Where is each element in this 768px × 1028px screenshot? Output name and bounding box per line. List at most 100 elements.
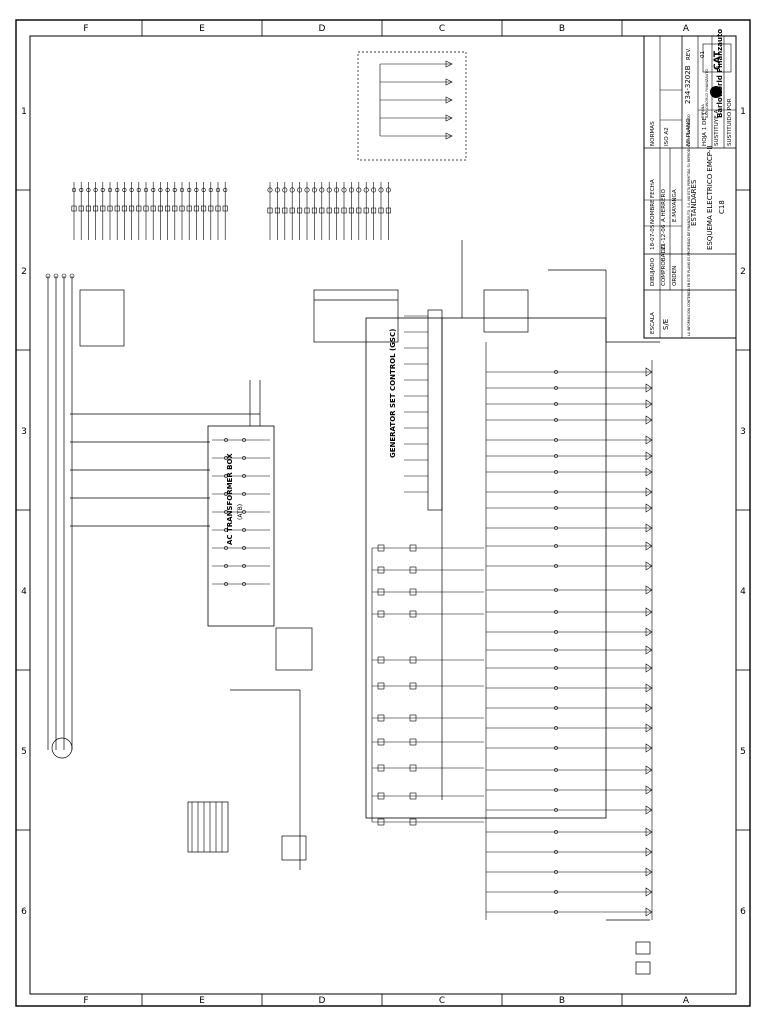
contact-node [554,490,558,494]
terminal-block [93,205,99,212]
repeated-circuit-symbols [45,60,653,920]
contact-node [554,370,558,374]
comprobado-label: COMPROBADO [661,244,667,286]
zone-number-right: 2 [740,267,746,277]
terminal-node [115,187,120,193]
bus-node [53,273,59,279]
detail-arrow [445,114,453,122]
zone-number-right: 4 [740,587,746,597]
output-terminal [645,703,653,713]
output-terminal [645,907,653,917]
terminal-node [326,187,332,193]
terminal-node [378,187,384,193]
zone-letter-bottom: C [439,996,445,1006]
rev-value: 01 [700,50,706,58]
zone-number-left: 3 [21,427,27,437]
terminal-node [151,187,156,193]
atb-node [224,582,228,586]
contact-node [554,386,558,390]
input-contact [377,714,385,722]
bus-node [61,273,67,279]
terminal-node [289,187,295,193]
input-contact [377,682,385,690]
terminal-block [114,205,120,212]
detail-arrow [445,132,453,140]
terminal-node [356,187,362,193]
atb-node [224,510,228,514]
contact-node [554,402,558,406]
terminal-node [93,187,98,193]
company-line: BARLOWORLD FINANZAUTO [705,69,709,118]
output-terminal [645,451,653,461]
output-terminal [645,607,653,617]
contact-node [554,564,558,568]
contact-node [554,746,558,750]
terminal-node [341,187,347,193]
terminal-node [304,187,310,193]
terminal-node [71,187,77,193]
terminal-block [274,207,280,214]
terminal-node [179,187,185,193]
wiring [47,51,660,975]
contact-node [554,470,558,474]
esquema-title: ESQUEMA ELECTRICO EMCP-II [706,145,714,250]
zone-letter-top: B [559,24,565,34]
modelo: C18 [718,200,726,214]
terminal-block [121,205,127,212]
zone-number-left: 2 [21,267,27,277]
plano-label: Nº PLANO [685,118,692,146]
orden-label: ORDEN [672,266,678,286]
atb-node [242,492,246,496]
input-contact [409,818,417,826]
output-terminal [645,827,653,837]
input-contact [377,610,385,618]
terminal-block [136,205,142,212]
rev-label: REV. [686,47,692,60]
terminal-node [282,187,288,193]
zone-number-right: 5 [740,747,746,757]
terminal-block [267,207,273,214]
output-terminal [645,723,653,733]
terminal-node [385,187,391,193]
atb-node [224,438,228,442]
atb-node [242,438,246,442]
zone-letter-top: D [319,24,326,34]
output-terminal [645,765,653,775]
terminal-block [129,205,135,212]
terminal-block [326,207,332,214]
terminal-block [78,205,84,212]
terminal-block [363,207,369,214]
normas-label: NORMAS [650,121,656,146]
zone-number-left: 4 [21,587,27,597]
fecha-label: FECHA [650,179,656,198]
terminal-node [208,187,213,193]
atb-node [224,546,228,550]
output-terminal [645,383,653,393]
terminal-node [143,187,149,193]
terminal-node [187,187,192,193]
input-contact [409,656,417,664]
terminal-node [201,187,206,193]
output-terminal [645,467,653,477]
output-terminal [645,367,653,377]
zone-letter-top: A [683,24,690,34]
terminal-block [297,207,303,214]
terminal-node [136,187,141,193]
input-contact [409,610,417,618]
terminal-block [172,205,178,212]
zone-number-right: 3 [740,427,746,437]
contact-node [554,768,558,772]
terminal-block [150,205,156,212]
atb-node [224,564,228,568]
input-contact [409,764,417,772]
output-terminal [645,867,653,877]
terminal-node [129,187,134,193]
contact-node [554,830,558,834]
input-contact [377,764,385,772]
contact-node [554,890,558,894]
input-contact [377,818,385,826]
terminal-node [165,187,170,193]
atb-node [242,474,246,478]
iso-value: ISO A2 [664,127,670,146]
